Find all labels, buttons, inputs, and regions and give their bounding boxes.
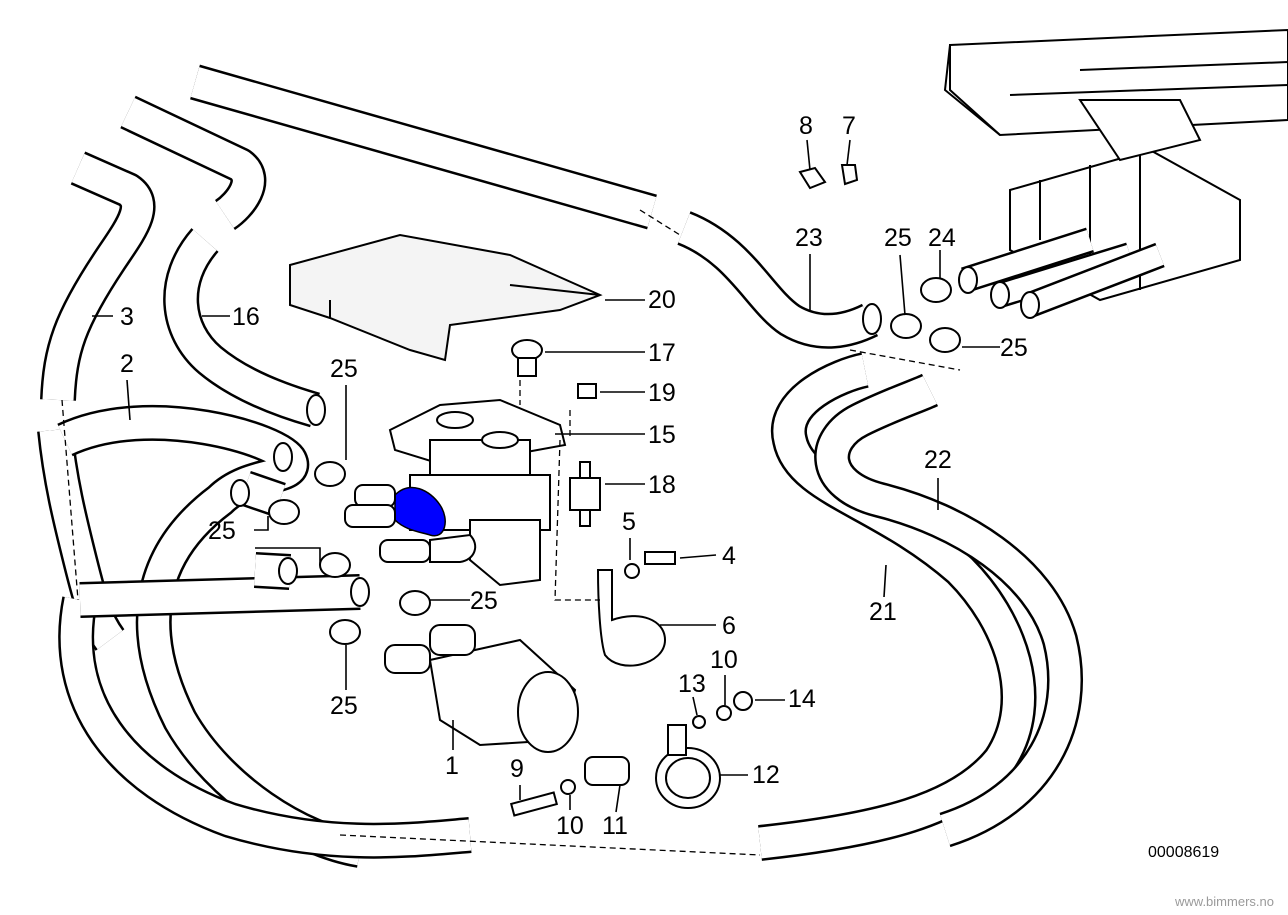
bolt-4 [644, 551, 676, 565]
callout-2[interactable]: 2 [120, 350, 134, 378]
callout-5[interactable]: 5 [622, 508, 636, 536]
water-valve [388, 398, 567, 587]
clip-7 [840, 164, 859, 186]
callout-15[interactable]: 15 [648, 421, 676, 449]
valve-cover [289, 233, 603, 362]
callout-25-upper-left[interactable]: 25 [330, 355, 358, 383]
callout-10-lower[interactable]: 10 [556, 812, 584, 840]
mount-18 [569, 461, 601, 527]
valve-hose-stubs [344, 484, 477, 563]
washer-5 [624, 563, 640, 579]
callout-18[interactable]: 18 [648, 471, 676, 499]
hose-23 [190, 64, 882, 349]
bracket-12 [655, 724, 721, 809]
washer-10a [716, 705, 732, 721]
callout-22[interactable]: 22 [924, 446, 952, 474]
hose-3 [37, 151, 156, 651]
heater-core [943, 28, 1288, 319]
callout-10-upper[interactable]: 10 [710, 646, 738, 674]
callout-1[interactable]: 1 [445, 752, 459, 780]
heater-pipe-third [1020, 242, 1165, 319]
nut-19 [577, 383, 597, 399]
callout-21[interactable]: 21 [869, 598, 897, 626]
hose-2 [57, 404, 364, 868]
callout-14[interactable]: 14 [788, 685, 816, 713]
callout-16[interactable]: 16 [232, 303, 260, 331]
clip-8 [798, 166, 827, 190]
nut-14 [733, 691, 753, 711]
callout-13[interactable]: 13 [678, 670, 706, 698]
callout-7[interactable]: 7 [842, 112, 856, 140]
washer-10b [560, 779, 576, 795]
routing-lines [61, 209, 961, 856]
callout-6[interactable]: 6 [722, 612, 736, 640]
callout-3[interactable]: 3 [120, 303, 134, 331]
hose-large-outer [58, 352, 1037, 861]
callout-11[interactable]: 11 [602, 812, 628, 840]
leader-lines [92, 139, 1000, 813]
callout-20[interactable]: 20 [648, 286, 676, 314]
callout-9[interactable]: 9 [510, 755, 524, 783]
callout-24[interactable]: 24 [928, 224, 956, 252]
washer-13 [692, 715, 706, 729]
heater-pipe-upper [958, 227, 1094, 294]
callout-12[interactable]: 12 [752, 761, 780, 789]
callout-23[interactable]: 23 [795, 224, 823, 252]
hose-short-lower [79, 470, 370, 618]
highlighted-hose-part[interactable] [394, 486, 446, 537]
hose-22 [814, 373, 1084, 848]
bracket-6 [596, 569, 667, 667]
callout-4[interactable]: 4 [722, 542, 736, 570]
mount-11 [584, 756, 630, 786]
callout-8[interactable]: 8 [799, 112, 813, 140]
callout-25-right[interactable]: 25 [1000, 334, 1028, 362]
watermark: www.bimmers.no [1174, 894, 1274, 909]
callout-17[interactable]: 17 [648, 339, 676, 367]
check-valve-17 [511, 339, 543, 377]
water-pump [384, 624, 579, 753]
callout-25-left[interactable]: 25 [208, 517, 236, 545]
callout-25-center[interactable]: 25 [470, 587, 498, 615]
callout-19[interactable]: 19 [648, 379, 676, 407]
callout-25-top[interactable]: 25 [884, 224, 912, 252]
bolt-9 [509, 791, 559, 817]
callouts: 3 16 2 20 17 19 15 18 5 4 6 10 13 14 12 … [120, 112, 1028, 840]
hose-16 [120, 95, 326, 428]
drawing-number: 00008619 [1148, 844, 1219, 861]
callout-25-lower[interactable]: 25 [330, 692, 358, 720]
